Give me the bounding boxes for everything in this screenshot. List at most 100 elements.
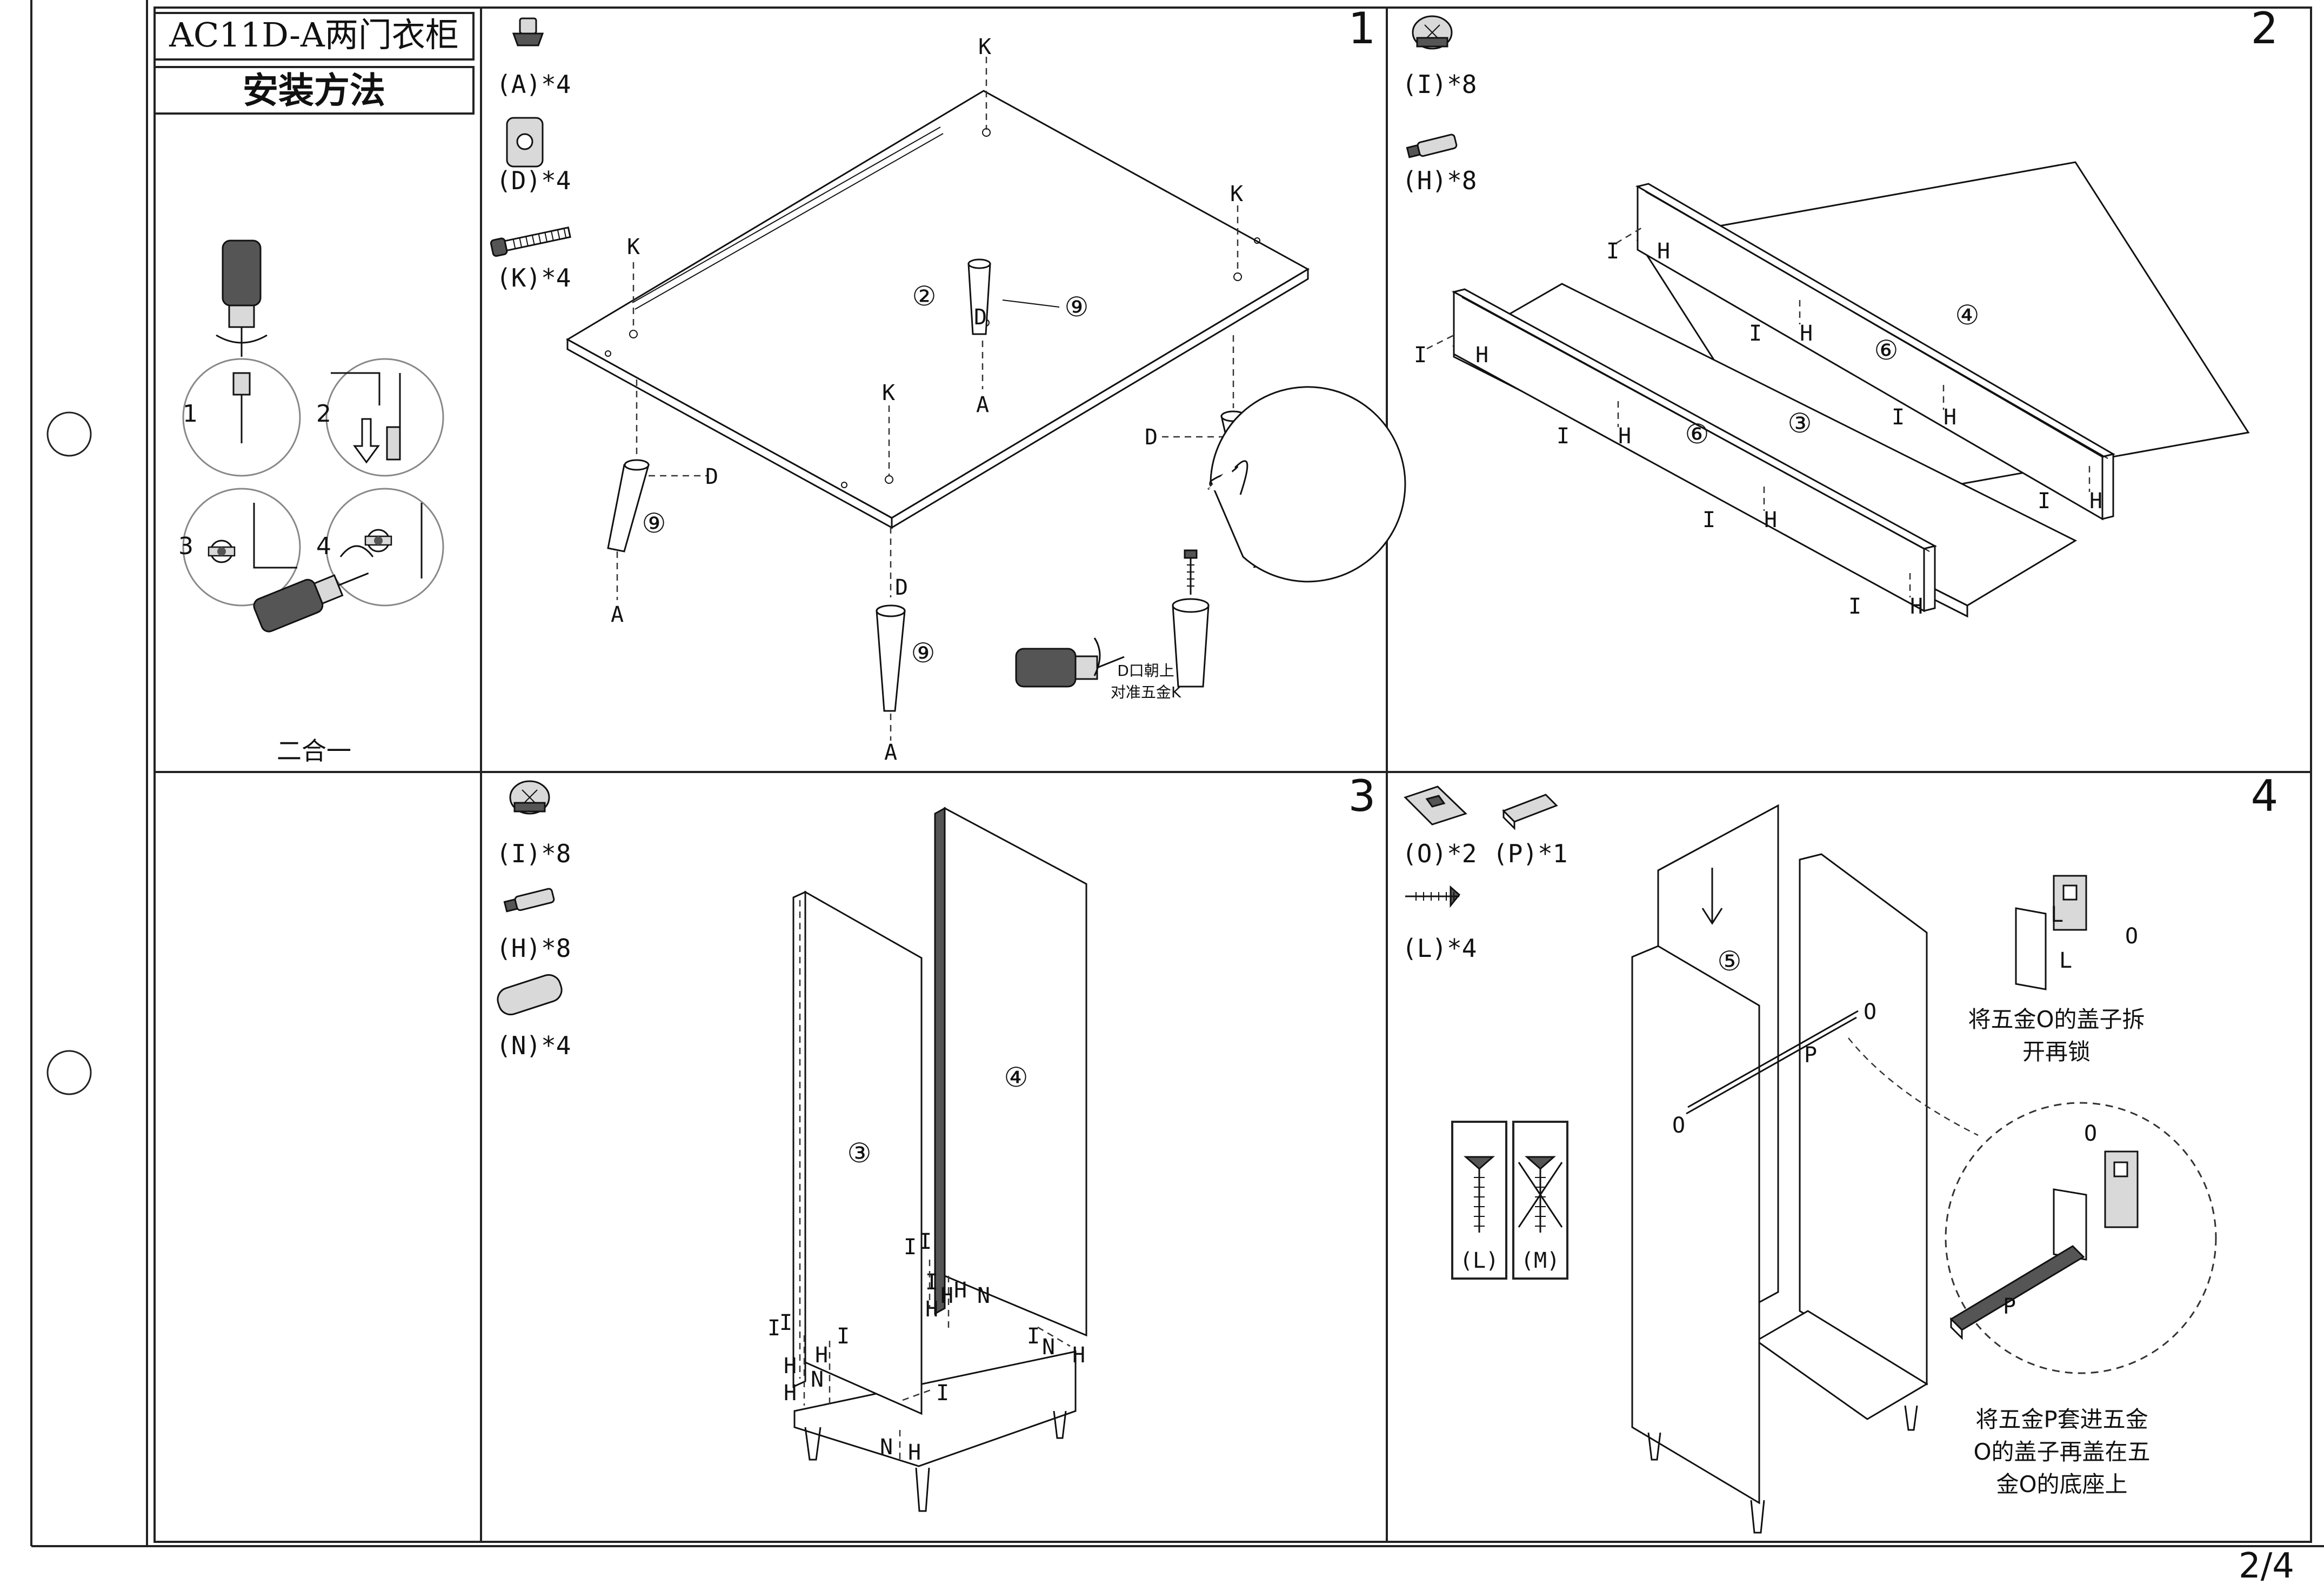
part-label-d: D: [895, 575, 908, 600]
hardware-list-step-2: (I)*8 (H)*8: [1402, 15, 1477, 195]
part-label-h: H: [940, 1283, 953, 1308]
part-label-o: O: [2084, 1121, 2097, 1146]
tool-step-3-number: 3: [178, 533, 193, 560]
base-board-right-edge: [891, 268, 1309, 529]
tool-step-2: 2: [316, 358, 444, 477]
screw-m-icon: [1525, 1156, 1556, 1233]
part-number-4: ④: [1955, 300, 1980, 331]
step-2: 2 (I)*8 (H)*8 ④ ⑥: [1402, 3, 2278, 619]
part-label-p: P: [2003, 1294, 2016, 1319]
rail-bracket-o-icon: [1404, 786, 1467, 826]
page-frame: [30, 0, 2324, 1547]
tool-step-1: 1: [182, 358, 301, 477]
hardware-h-label: (H)*8: [496, 934, 571, 963]
hanging-rail-p-icon: [1502, 794, 1558, 830]
part-label-l: L: [2059, 948, 2072, 973]
leg-front: D ⑨ A: [876, 527, 936, 765]
sidebar: AC11D-A两门衣柜 安装方法 1 2: [153, 12, 475, 766]
screwdriver-icon: [216, 239, 268, 357]
part-label-h: H: [1944, 405, 1956, 430]
step-2-number: 2: [2251, 3, 2279, 54]
part-label-d: D: [1145, 425, 1158, 450]
bracket-note-bottom-line-1: 将五金P套进五金: [1975, 1406, 2148, 1433]
cabinet-side-assembly: ③ ④: [792, 807, 1087, 1512]
part-label-h: H: [1657, 239, 1670, 264]
step-3: 3 (I)*8 (H)*8 (N)*4: [496, 771, 1375, 1512]
part-label-h: H: [1618, 424, 1631, 449]
part-label-i: I: [925, 1270, 938, 1295]
part-number-9: ⑨: [642, 508, 666, 539]
step-1: 1 (A)*4 (D)*4 (K)*4: [490, 3, 1406, 765]
hanging-rail-p: [1949, 1245, 2085, 1340]
part-label-k: K: [882, 381, 895, 405]
screw-type-m-label: (M): [1521, 1248, 1560, 1273]
part-label-k: K: [627, 235, 640, 259]
part-label-n: N: [977, 1283, 990, 1308]
part-number-4: ④: [1004, 1062, 1029, 1093]
part-label-h: H: [954, 1278, 967, 1303]
insert-nut-d-icon: [506, 117, 544, 168]
part-label-h: H: [925, 1297, 938, 1322]
detail-bubble-rail-install: O P: [1848, 1037, 2217, 1374]
step-4: 4 (O)*2 (P)*1 (L)*4: [1402, 771, 2278, 1534]
part-label-h: H: [1072, 1343, 1085, 1368]
cam-screw-a-icon: [512, 17, 544, 46]
cam-dowel-h-icon: [1406, 134, 1458, 158]
binder-holes: [46, 411, 92, 1095]
part-label-d: D: [974, 305, 987, 330]
part-label-i: I: [1892, 405, 1905, 430]
hardware-p-label: (P)*1: [1493, 839, 1567, 868]
part-label-i: I: [919, 1229, 932, 1254]
part-label-l: L: [2051, 902, 2063, 927]
cabinet-right-side: [1799, 853, 1928, 1386]
hardware-l-label: (L)*4: [1402, 934, 1477, 963]
part-label-i: I: [1557, 424, 1570, 449]
model-title: AC11D-A两门衣柜: [169, 15, 459, 55]
part-label-n: N: [1042, 1335, 1055, 1360]
cam-lock-i-icon: [509, 780, 550, 815]
hardware-k-label: (K)*4: [496, 263, 571, 292]
part-label-a: A: [884, 740, 897, 765]
part-label-i: I: [1749, 321, 1762, 346]
dowel-n-icon: [497, 974, 563, 1016]
screwdriver-icon: [1015, 637, 1125, 688]
base-board-top: [565, 90, 1310, 519]
step-1-number: 1: [1348, 3, 1376, 54]
wardrobe-body: ⑤ P O O: [1631, 804, 1928, 1534]
cabinet-left-side: [1631, 945, 1760, 1505]
bracket-note-top-line-2: 开再锁: [2022, 1039, 2091, 1065]
bolt-k-icon: [1184, 549, 1198, 595]
install-heading: 安装方法: [243, 70, 385, 111]
part-label-o: O: [2125, 924, 2138, 949]
cam-dowel-h-icon: [503, 888, 555, 913]
hardware-a-label: (A)*4: [496, 70, 571, 99]
leg-left: D ⑨ A: [607, 380, 718, 627]
leg-center: D ⑨ A: [967, 258, 1089, 417]
leg-note-line-2: 对准五金K: [1111, 683, 1181, 701]
part-label-i: I: [1702, 508, 1715, 533]
part-label-i: I: [779, 1310, 792, 1335]
cross-out-icon: [1518, 1162, 1563, 1228]
part-number-9: ⑨: [911, 637, 936, 669]
tool-caption: 二合一: [277, 736, 351, 766]
side-panel-4-edge: [934, 807, 946, 1315]
board-3-assembly: ③ ⑥: [1451, 283, 2078, 618]
leg-in-bubble: [1172, 598, 1210, 688]
binder-hole-bottom: [46, 1050, 92, 1095]
wood-screw-l-icon: [1405, 885, 1461, 908]
bolt-guides-k: K K K K: [627, 35, 1243, 476]
detail-bubble-leg-install: D口朝上 对准五金K: [1015, 386, 1406, 701]
tool-step-4-number: 4: [316, 533, 331, 560]
screwdriver-tool-figure: 1 2 3 4: [178, 239, 444, 633]
part-label-h: H: [1475, 343, 1488, 368]
part-label-i: I: [936, 1381, 949, 1406]
hardware-list-step-3: (I)*8 (H)*8 (N)*4: [496, 780, 571, 1060]
hardware-i-label: (I)*8: [1402, 70, 1477, 99]
part-label-h: H: [1764, 508, 1777, 533]
part-label-h: H: [2089, 489, 2102, 514]
hardware-n-label: (N)*4: [496, 1031, 571, 1060]
part-number-3: ③: [847, 1137, 872, 1169]
part-label-i: I: [837, 1324, 850, 1349]
part-number-9: ⑨: [1065, 291, 1089, 323]
